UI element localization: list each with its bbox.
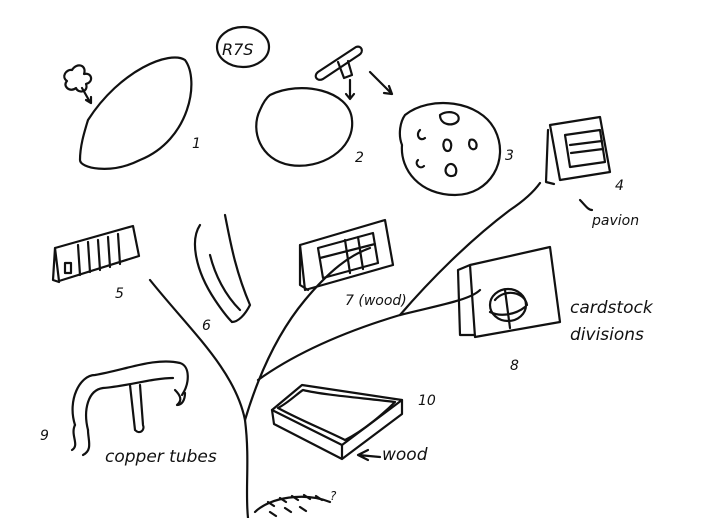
sketch-item-3: 3 [398, 101, 514, 197]
wood-label: wood [382, 445, 428, 465]
sketch-item-6: 6 [193, 213, 252, 334]
copper-tubes-label: copper tubes [105, 447, 217, 467]
cardstock-label-line2: divisions [570, 325, 644, 345]
item-number: 2 [355, 150, 364, 166]
item-number: 4 [615, 178, 624, 194]
item-number: 9 [40, 428, 49, 444]
item-number: 7 (wood) [345, 293, 407, 309]
sketch-item-8: 8 cardstock divisions [456, 245, 654, 374]
item-number: 5 [115, 286, 124, 302]
question-mark: ? [330, 489, 337, 503]
sketch-item-4: 4 pavion [544, 115, 639, 229]
badge-text: R7S [222, 40, 253, 59]
sketch-item-10: 10 wood [270, 383, 436, 465]
pavion-label: pavion [591, 213, 639, 229]
item-number: 1 [192, 136, 201, 152]
item-number: 8 [510, 358, 519, 374]
item-number: 10 [418, 393, 436, 409]
item-number: 6 [202, 318, 211, 334]
sketch-item-1: 1 [63, 56, 201, 170]
sketch-item-9: 9 copper tubes [40, 360, 217, 467]
r7s-badge: R7S [215, 25, 271, 69]
sketch-item-2: 2 [255, 45, 394, 167]
item-number: 3 [505, 148, 514, 164]
sketch-item-partial: ? [253, 489, 337, 518]
tree-branches [148, 181, 542, 518]
sketch-item-5: 5 [51, 224, 141, 302]
cardstock-label-line1: cardstock [570, 298, 654, 318]
sketch-item-7: 7 (wood) [298, 218, 407, 309]
